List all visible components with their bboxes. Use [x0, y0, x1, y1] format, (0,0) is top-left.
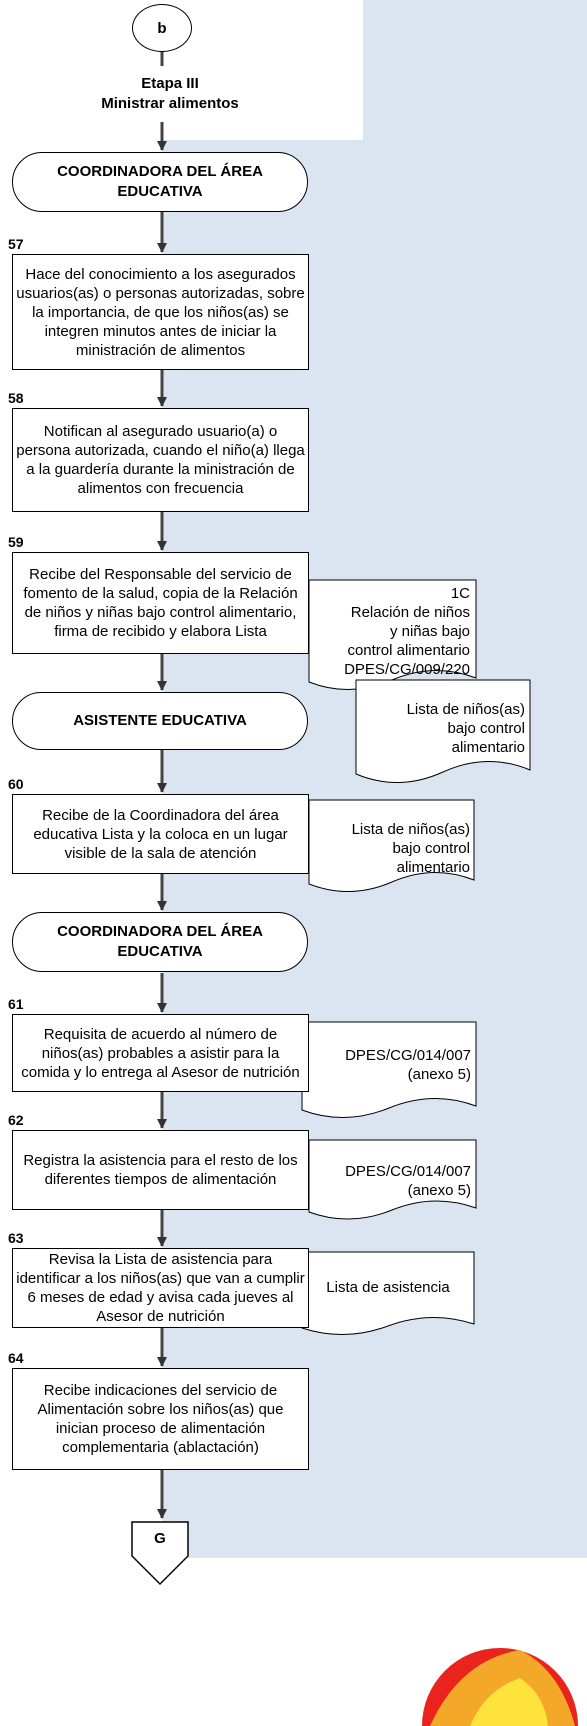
doc-63-text: Lista de asistencia — [305, 1278, 471, 1297]
stage-line1: Etapa III — [141, 75, 199, 92]
step-60-text: Recibe de la Coordinadora del área educa… — [33, 806, 288, 862]
doc-59b-line3: alimentario — [451, 739, 525, 756]
step-number-59: 59 — [8, 534, 24, 550]
stage-title: Etapa III Ministrar alimentos — [80, 68, 260, 122]
step-59-text: Recibe del Responsable del servicio de f… — [23, 566, 298, 640]
doc-59a-text: 1C Relación de niños y niñas bajo contro… — [312, 584, 470, 679]
step-58-box: Notifican al asegurado usuario(a) o pers… — [12, 408, 309, 512]
doc-59a-line2: Relación de niños — [350, 604, 470, 621]
doc-59a-line4: control alimentario — [347, 642, 470, 659]
connector-b-label: b — [157, 19, 167, 37]
doc-59a-line1: 1C — [450, 585, 470, 602]
stage-line2: Ministrar alimentos — [101, 95, 239, 112]
doc-60-text: Lista de niños(as) bajo control alimenta… — [312, 820, 470, 877]
step-number-57: 57 — [8, 236, 24, 252]
doc-62-line1: DPES/CG/014/007 — [345, 1163, 471, 1180]
step-62-text: Registra la asistencia para el resto de … — [23, 1152, 298, 1188]
step-64-box: Recibe indicaciones del servicio de Alim… — [12, 1368, 309, 1470]
role-coordinadora-1-label: COORDINADORA DEL ÁREA EDUCATIVA — [57, 163, 263, 200]
doc-61-text: DPES/CG/014/007 (anexo 5) — [305, 1046, 471, 1084]
step-61-box: Requisita de acuerdo al número de niños(… — [12, 1014, 309, 1092]
doc-60-line3: alimentario — [396, 859, 470, 876]
role-coordinadora-1: COORDINADORA DEL ÁREA EDUCATIVA — [12, 152, 308, 212]
step-number-62: 62 — [8, 1112, 24, 1128]
doc-59a-line3: y niñas bajo — [389, 623, 470, 640]
step-number-63: 63 — [8, 1230, 24, 1246]
doc-shape-63 — [301, 1251, 475, 1335]
step-63-text: Revisa la Lista de asistencia para ident… — [16, 1251, 305, 1325]
doc-61-line1: DPES/CG/014/007 — [345, 1047, 471, 1064]
doc-shape-59b — [355, 679, 531, 783]
doc-shape-61 — [301, 1021, 477, 1118]
doc-59b-line2: bajo control — [447, 720, 525, 737]
doc-59b-line1: Lista de niños(as) — [406, 701, 525, 718]
doc-62-line2: (anexo 5) — [407, 1182, 471, 1199]
doc-59b-text: Lista de niños(as) bajo control alimenta… — [360, 700, 525, 757]
doc-61-line2: (anexo 5) — [407, 1066, 471, 1083]
role-asistente-label: ASISTENTE EDUCATIVA — [73, 712, 247, 729]
step-number-58: 58 — [8, 390, 24, 406]
doc-shape-62 — [308, 1139, 477, 1220]
connector-g-label: G — [154, 1530, 166, 1547]
doc-shape-60 — [308, 799, 475, 892]
step-number-60: 60 — [8, 776, 24, 792]
offpage-connector-g — [131, 1521, 189, 1586]
doc-60-line1: Lista de niños(as) — [351, 821, 470, 838]
doc-63-line1: Lista de asistencia — [326, 1279, 450, 1296]
step-57-box: Hace del conocimiento a los asegurados u… — [12, 254, 309, 370]
connector-b: b — [132, 4, 192, 52]
step-62-box: Registra la asistencia para el resto de … — [12, 1130, 309, 1210]
step-63-box: Revisa la Lista de asistencia para ident… — [12, 1248, 309, 1328]
role-coordinadora-2-label: COORDINADORA DEL ÁREA EDUCATIVA — [57, 923, 263, 960]
step-61-text: Requisita de acuerdo al número de niños(… — [21, 1025, 300, 1081]
step-58-text: Notifican al asegurado usuario(a) o pers… — [16, 423, 305, 497]
step-57-text: Hace del conocimiento a los asegurados u… — [16, 265, 305, 359]
ball-decoration — [422, 1648, 578, 1726]
doc-60-line2: bajo control — [392, 840, 470, 857]
role-coordinadora-2: COORDINADORA DEL ÁREA EDUCATIVA — [12, 912, 308, 972]
step-60-box: Recibe de la Coordinadora del área educa… — [12, 794, 309, 874]
step-number-64: 64 — [8, 1350, 24, 1366]
role-asistente-educativa: ASISTENTE EDUCATIVA — [12, 692, 308, 750]
step-number-61: 61 — [8, 996, 24, 1012]
step-64-text: Recibe indicaciones del servicio de Alim… — [37, 1382, 284, 1456]
doc-62-text: DPES/CG/014/007 (anexo 5) — [312, 1162, 471, 1200]
doc-59a-line5: DPES/CG/009/220 — [344, 661, 470, 678]
step-59-box: Recibe del Responsable del servicio de f… — [12, 552, 309, 654]
